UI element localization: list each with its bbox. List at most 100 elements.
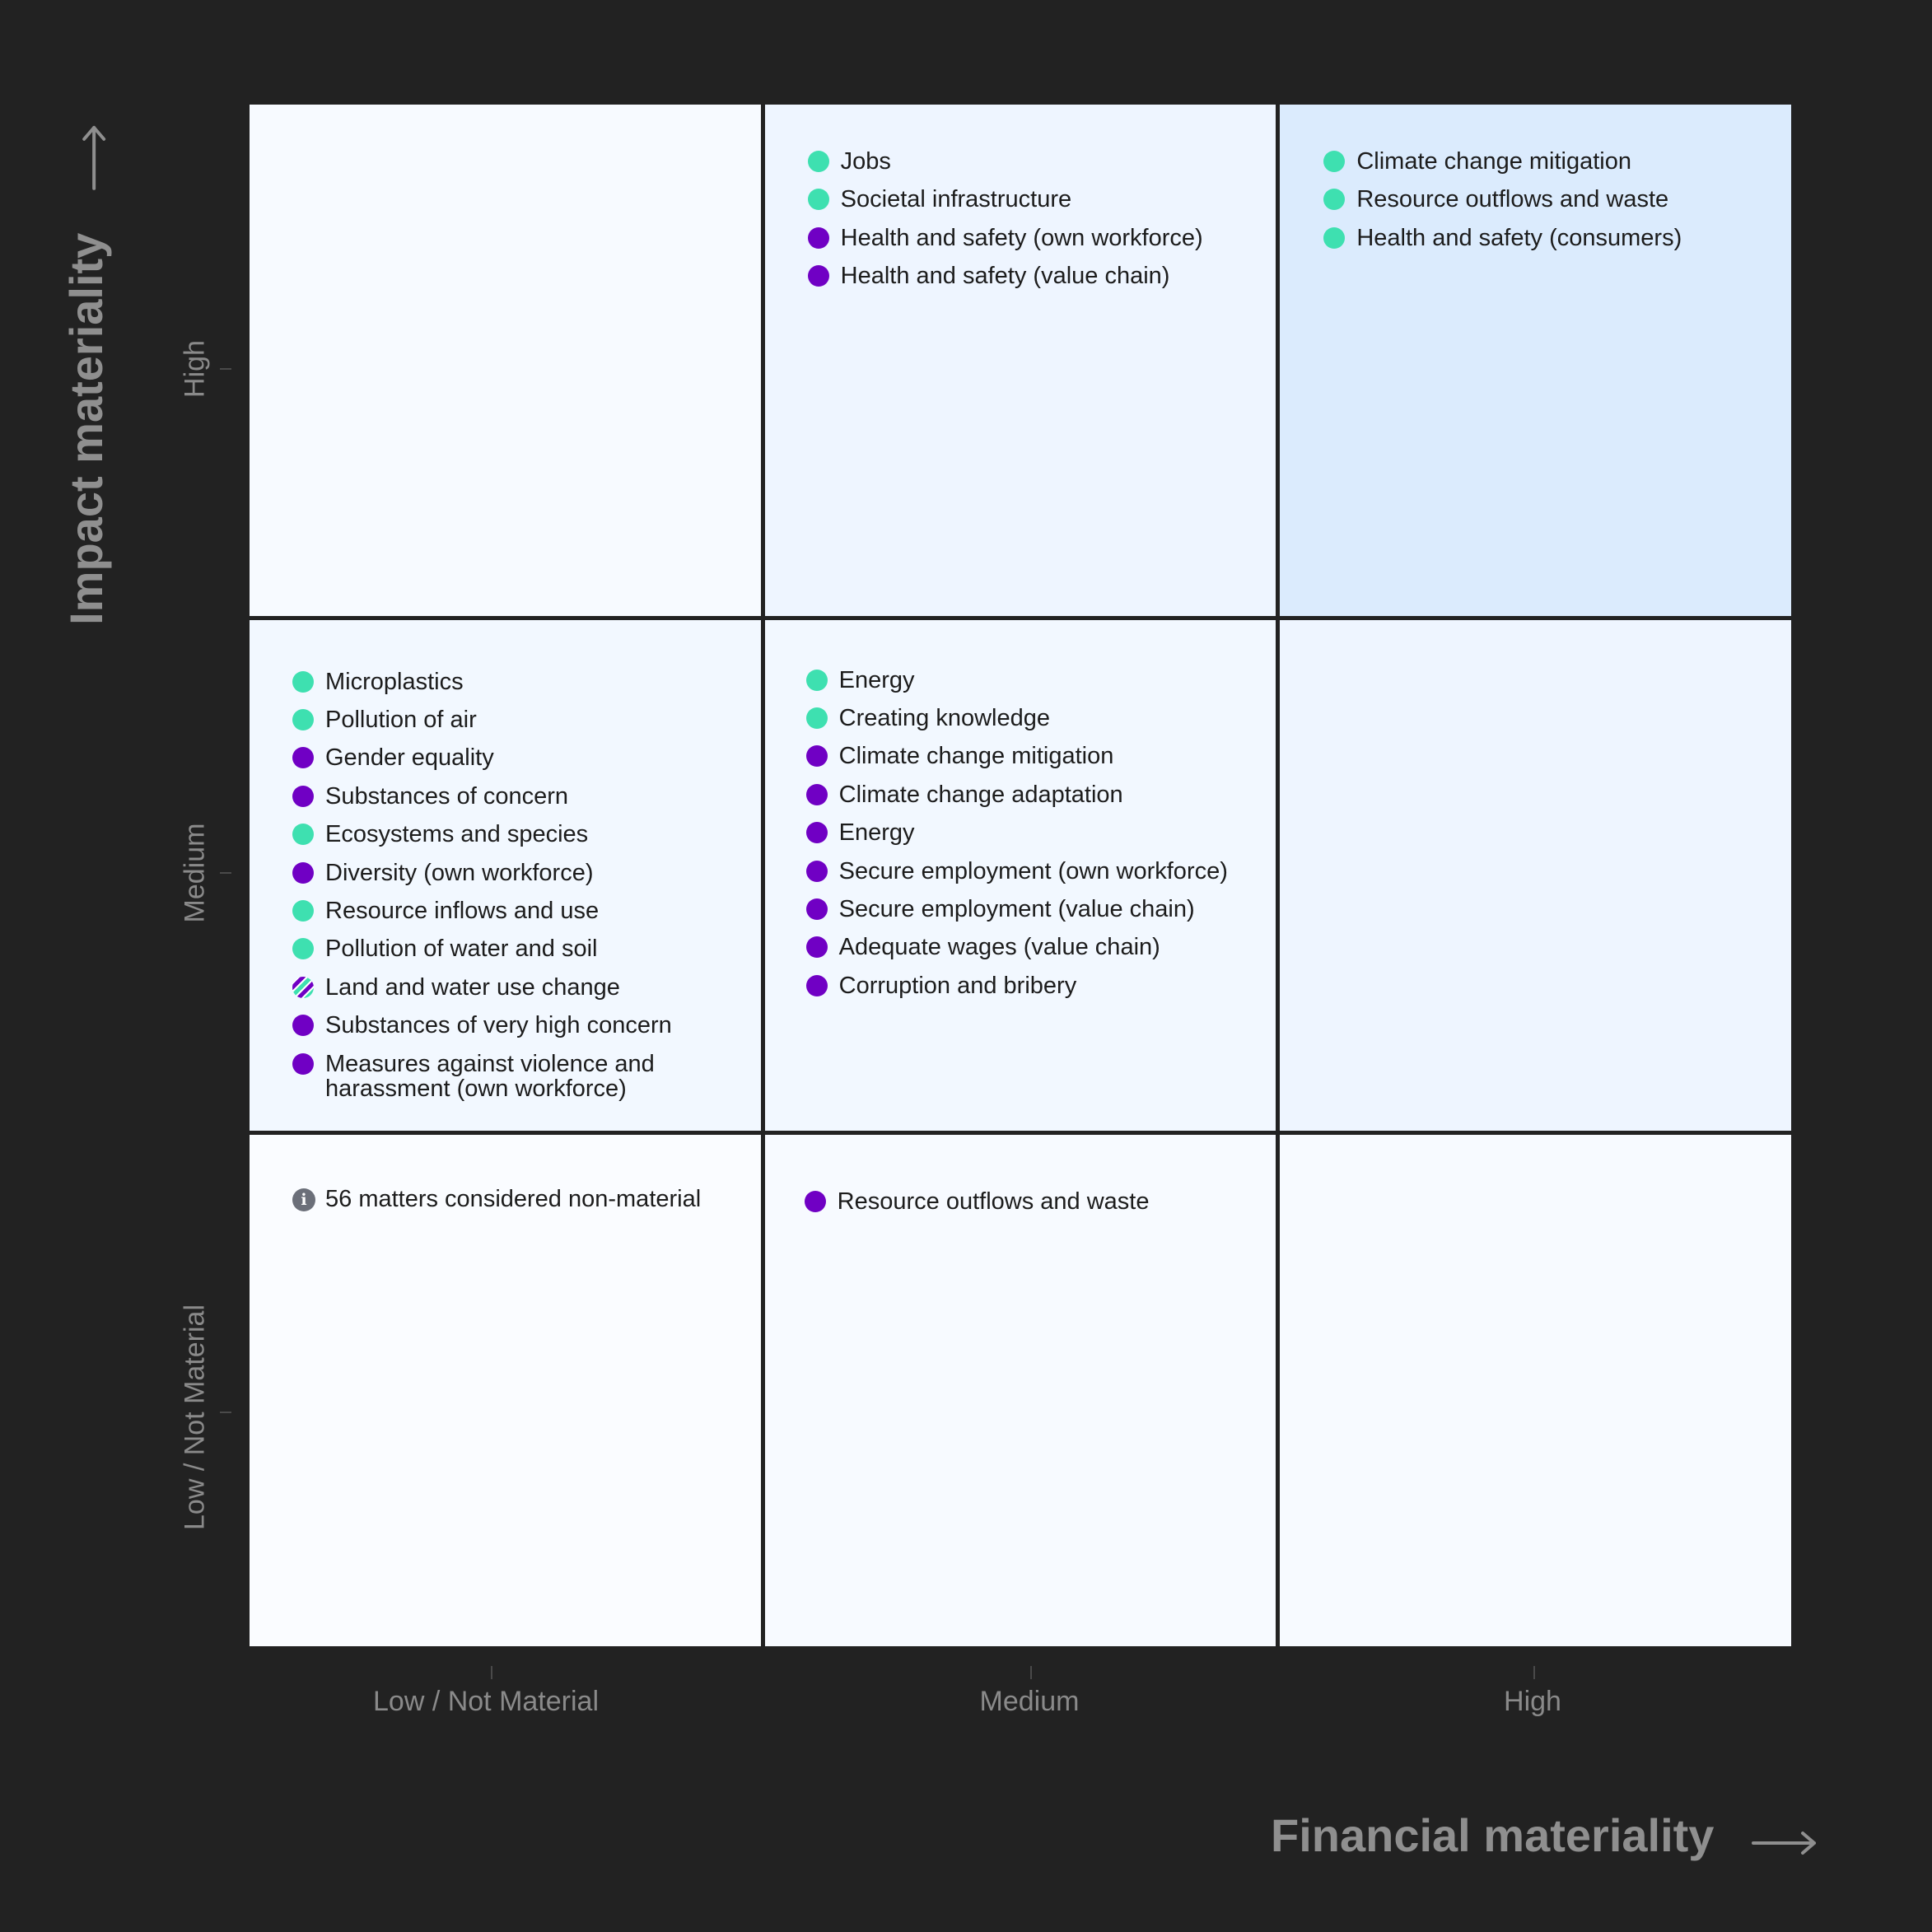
y-tick-medium xyxy=(220,872,231,874)
environmental-dot-icon xyxy=(1323,189,1346,211)
topic-item: Pollution of water and soil xyxy=(292,936,761,961)
x-axis-title-text: Financial materiality xyxy=(1271,1809,1715,1861)
cell-low-impact-high-financial xyxy=(1280,1135,1791,1646)
info-icon[interactable]: i xyxy=(292,1188,315,1211)
topic-item: Substances of concern xyxy=(292,784,761,809)
topic-label: Health and safety (consumers) xyxy=(1356,224,1682,251)
topic-item: Pollution of air xyxy=(292,707,761,732)
social-dot-icon xyxy=(805,822,828,844)
topic-label: Measures against violence and harassment… xyxy=(325,1050,655,1102)
environmental-dot-icon xyxy=(805,707,828,730)
topic-item: Measures against violence and harassment… xyxy=(292,1052,761,1101)
topic-label: Substances of very high concern xyxy=(325,1012,672,1039)
environmental-dot-icon xyxy=(292,900,314,922)
y-axis-title: Impact materiality xyxy=(59,124,117,625)
topic-item: Microplastics xyxy=(292,670,761,694)
environmental-dot-icon xyxy=(1323,151,1346,172)
topic-item: Diversity (own workforce) xyxy=(292,861,761,885)
topic-label: Land and water use change xyxy=(325,973,620,1001)
topic-label: Secure employment (value chain) xyxy=(838,896,1195,922)
topic-label: Pollution of water and soil xyxy=(325,936,598,963)
topic-label: Energy xyxy=(838,666,915,693)
x-tick-high xyxy=(1533,1666,1535,1679)
cell-high-impact-low-financial xyxy=(250,105,761,616)
environmental-dot-icon xyxy=(292,709,314,731)
topic-item: Societal infrastructure xyxy=(807,186,1203,213)
topic-label: Energy xyxy=(838,819,915,847)
topic-label: Adequate wages (value chain) xyxy=(838,934,1160,961)
topic-label: Corruption and bribery xyxy=(838,972,1077,999)
environmental-dot-icon xyxy=(292,938,314,960)
social-dot-icon xyxy=(805,898,828,920)
topic-list: Resource outflows and waste xyxy=(804,1188,1150,1227)
topic-item: Jobs xyxy=(807,148,1203,175)
environmental-dot-icon xyxy=(292,824,314,846)
x-tick-medium xyxy=(1030,1666,1032,1679)
topic-item: Resource inflows and use xyxy=(292,898,761,923)
topic-label: Secure employment (own workforce) xyxy=(838,857,1228,884)
social-dot-icon xyxy=(804,1191,826,1213)
x-level-medium: Medium xyxy=(979,1686,1080,1717)
topic-label: Resource outflows and waste xyxy=(1356,186,1669,213)
social-dot-icon xyxy=(805,974,828,996)
topic-item: Secure employment (value chain) xyxy=(805,896,1228,922)
topic-item: Ecosystems and species xyxy=(292,822,761,847)
topic-label: Ecosystems and species xyxy=(325,821,589,848)
x-level-high: High xyxy=(1504,1686,1561,1717)
arrow-right-icon xyxy=(1752,1813,1818,1866)
topic-item: Climate change adaptation xyxy=(805,781,1228,808)
topic-item: Energy xyxy=(805,819,1228,847)
topic-label: Resource inflows and use xyxy=(325,898,600,924)
topic-label: Climate change mitigation xyxy=(1356,148,1631,175)
topic-label: Diversity (own workforce) xyxy=(325,859,594,886)
cell-low-impact-medium-financial: Resource outflows and waste xyxy=(764,1135,1276,1646)
environmental-dot-icon xyxy=(1323,226,1346,249)
topic-item: Creating knowledge xyxy=(805,706,1228,730)
topic-item: Health and safety (own workforce) xyxy=(807,226,1203,250)
topic-label: Substances of concern xyxy=(325,782,569,810)
topic-item: Climate change mitigation xyxy=(1323,149,1682,174)
non-material-note-text: 56 matters considered non-material xyxy=(325,1186,702,1213)
topic-label: Microplastics xyxy=(325,668,464,695)
topic-label: Climate change mitigation xyxy=(838,743,1114,770)
x-level-low: Low / Not Material xyxy=(373,1686,599,1717)
social-dot-icon xyxy=(292,747,314,769)
topic-item: Climate change mitigation xyxy=(805,743,1228,770)
topic-item: Land and water use change xyxy=(292,975,761,1000)
topic-item: Secure employment (own workforce) xyxy=(805,857,1228,884)
social-dot-icon xyxy=(292,1015,314,1037)
social-dot-icon xyxy=(805,936,828,959)
social-dot-icon xyxy=(805,860,828,882)
topic-label: Climate change adaptation xyxy=(838,781,1123,808)
mixed-dot-icon xyxy=(292,976,314,998)
social-dot-icon xyxy=(292,861,314,884)
topic-label: Societal infrastructure xyxy=(840,186,1072,213)
topic-label: Jobs xyxy=(840,148,891,175)
arrow-right-icon xyxy=(63,124,117,191)
y-axis-title-text: Impact materiality xyxy=(60,232,113,625)
topic-item: Health and safety (value chain) xyxy=(807,263,1203,290)
y-tick-high xyxy=(220,368,231,370)
environmental-dot-icon xyxy=(805,669,828,691)
x-tick-low xyxy=(491,1666,492,1679)
social-dot-icon xyxy=(807,265,829,287)
topic-label: Health and safety (value chain) xyxy=(840,263,1170,290)
cell-medium-impact-high-financial xyxy=(1280,619,1791,1132)
social-dot-icon xyxy=(292,1052,314,1075)
y-level-medium: Medium xyxy=(179,823,211,923)
non-material-note: i 56 matters considered non-material xyxy=(292,1186,701,1213)
social-dot-icon xyxy=(805,783,828,805)
topic-label: Resource outflows and waste xyxy=(837,1188,1150,1216)
x-axis-title: Financial materiality xyxy=(1271,1808,1818,1866)
y-level-low: Low / Not Material xyxy=(179,1304,211,1530)
y-level-high: High xyxy=(179,340,211,398)
environmental-dot-icon xyxy=(292,670,314,693)
environmental-dot-icon xyxy=(807,189,829,211)
